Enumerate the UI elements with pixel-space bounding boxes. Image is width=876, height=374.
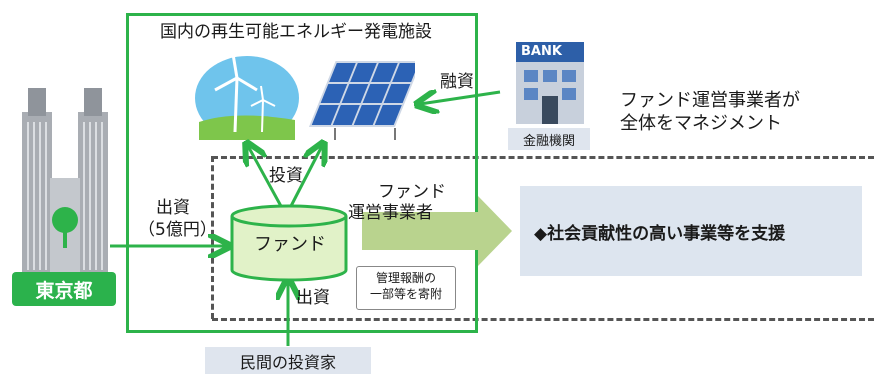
renewable-illustration: [195, 53, 415, 140]
fund-cylinder-icon: [230, 204, 348, 282]
operator-line2: 運営事業者: [348, 203, 433, 223]
invest-label: 投資: [269, 166, 303, 186]
bank-loan-arrow: [420, 92, 501, 104]
tokyo-flow-label-line1: 出資: [156, 198, 190, 218]
fee-line2: 一部等を寄附: [369, 287, 442, 302]
invest-arrow-left: [248, 146, 284, 209]
fee-donation-box: 管理報酬の 一部等を寄附: [356, 266, 456, 310]
tokyo-label: 東京都: [12, 272, 116, 306]
bank-icon: [516, 42, 584, 124]
bank-caption: 金融機関: [508, 128, 590, 150]
operator-line1: ファンド: [378, 182, 446, 202]
investor-flow-label: 出資: [296, 288, 330, 308]
solar-panel-icon: [308, 61, 415, 127]
support-arrow: [362, 196, 512, 266]
manager-note-line2: 全体をマネジメント: [620, 113, 782, 134]
wind-turbine-icon: [214, 53, 276, 133]
manager-note-line1: ファンド運営事業者が: [620, 90, 800, 111]
private-investors-box: 民間の投資家: [205, 347, 371, 374]
facility-frame: [126, 13, 478, 333]
fund-label: ファンド: [254, 234, 326, 255]
support-box: ◆社会貢献性の高い事業等を支援: [520, 186, 862, 276]
fee-line1: 管理報酬の: [375, 271, 436, 285]
bank-sign: BANK: [521, 44, 562, 59]
bank-flow-label: 融資: [440, 72, 474, 92]
tokyo-flow-label-line2: （5億円）: [138, 220, 217, 240]
management-region-bottom: [212, 318, 874, 321]
tokyo-government-building-icon: [22, 88, 108, 272]
management-region-top: [212, 156, 874, 159]
invest-arrow-right: [288, 146, 322, 209]
facility-title: 国内の再生可能エネルギー発電施設: [160, 22, 432, 42]
